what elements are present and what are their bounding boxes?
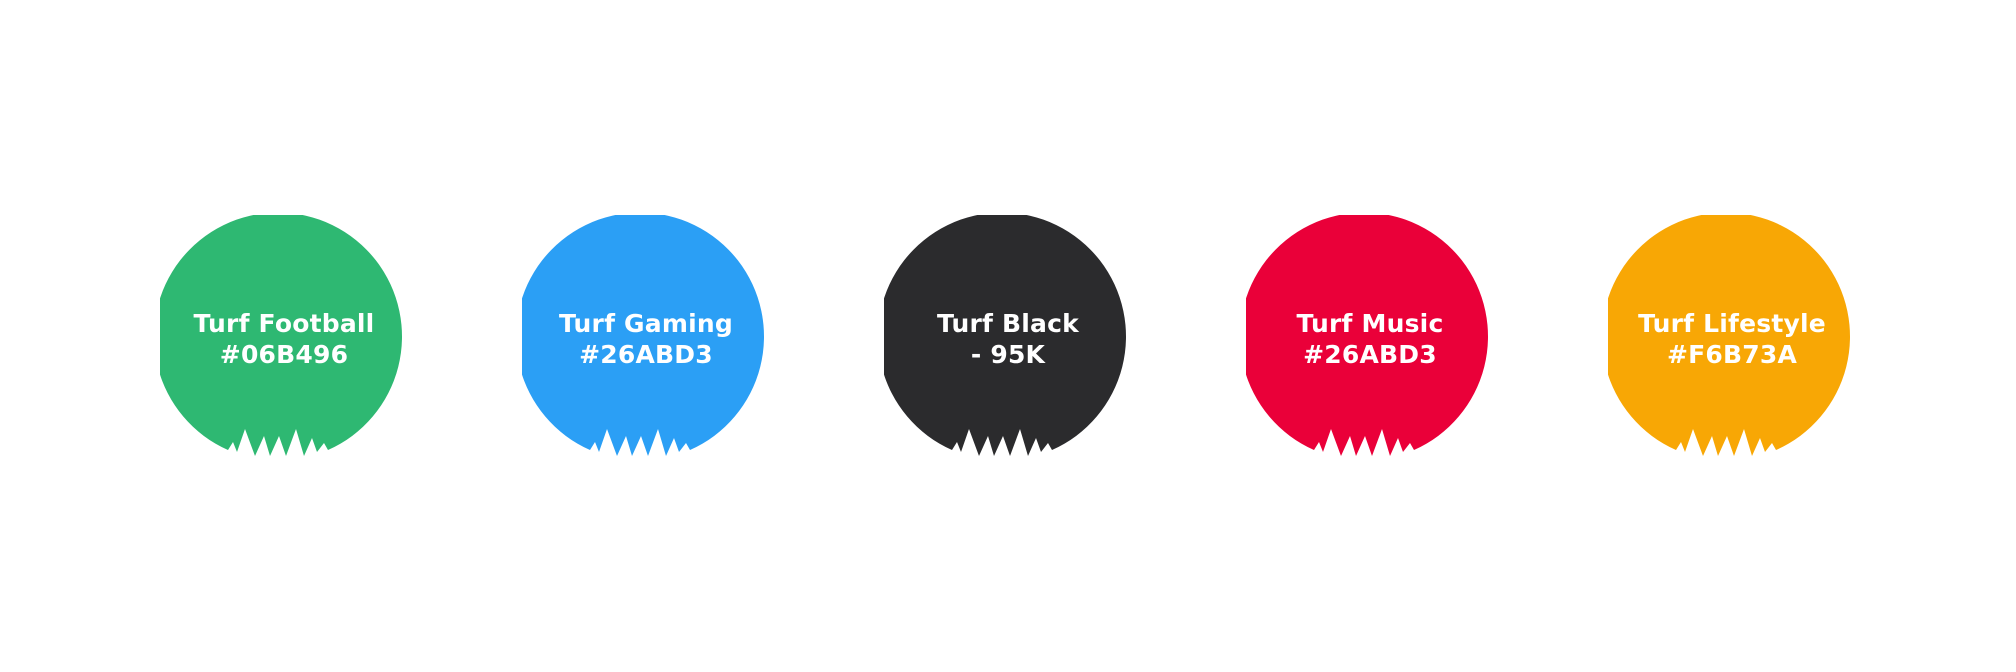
swatch-label: Turf Gaming #26ABD3 bbox=[522, 308, 770, 370]
badge-fill bbox=[884, 215, 1126, 456]
swatch-code: #26ABD3 bbox=[1303, 340, 1437, 369]
turf-badge-shape bbox=[1246, 215, 1488, 456]
swatch-label: Turf Lifestyle #F6B73A bbox=[1608, 308, 1856, 370]
swatch-label: Turf Music #26ABD3 bbox=[1246, 308, 1494, 370]
swatch-turf-black: Turf Black - 95K bbox=[884, 215, 1132, 463]
swatch-name: Turf Football bbox=[193, 309, 375, 338]
swatch-code: #26ABD3 bbox=[579, 340, 713, 369]
turf-badge-shape bbox=[884, 215, 1126, 456]
swatch-code: #F6B73A bbox=[1666, 340, 1797, 369]
swatch-name: Turf Lifestyle bbox=[1638, 309, 1826, 338]
swatch-code: - 95K bbox=[970, 340, 1046, 369]
swatch-label: Turf Football #06B496 bbox=[160, 308, 408, 370]
turf-badge-shape bbox=[522, 215, 764, 456]
swatch-turf-football: Turf Football #06B496 bbox=[160, 215, 408, 463]
badge-fill bbox=[160, 215, 402, 456]
turf-badge-shape bbox=[1608, 215, 1850, 456]
badge-fill bbox=[522, 215, 764, 456]
swatch-name: Turf Gaming bbox=[559, 309, 733, 338]
swatch-turf-music: Turf Music #26ABD3 bbox=[1246, 215, 1494, 463]
swatch-code: #06B496 bbox=[219, 340, 349, 369]
swatch-turf-lifestyle: Turf Lifestyle #F6B73A bbox=[1608, 215, 1856, 463]
swatch-name: Turf Music bbox=[1296, 309, 1444, 338]
swatch-name: Turf Black bbox=[937, 309, 1079, 338]
turf-badge-shape bbox=[160, 215, 402, 456]
badge-fill bbox=[1246, 215, 1488, 456]
swatch-turf-gaming: Turf Gaming #26ABD3 bbox=[522, 215, 770, 463]
swatch-label: Turf Black - 95K bbox=[884, 308, 1132, 370]
badge-fill bbox=[1608, 215, 1850, 456]
